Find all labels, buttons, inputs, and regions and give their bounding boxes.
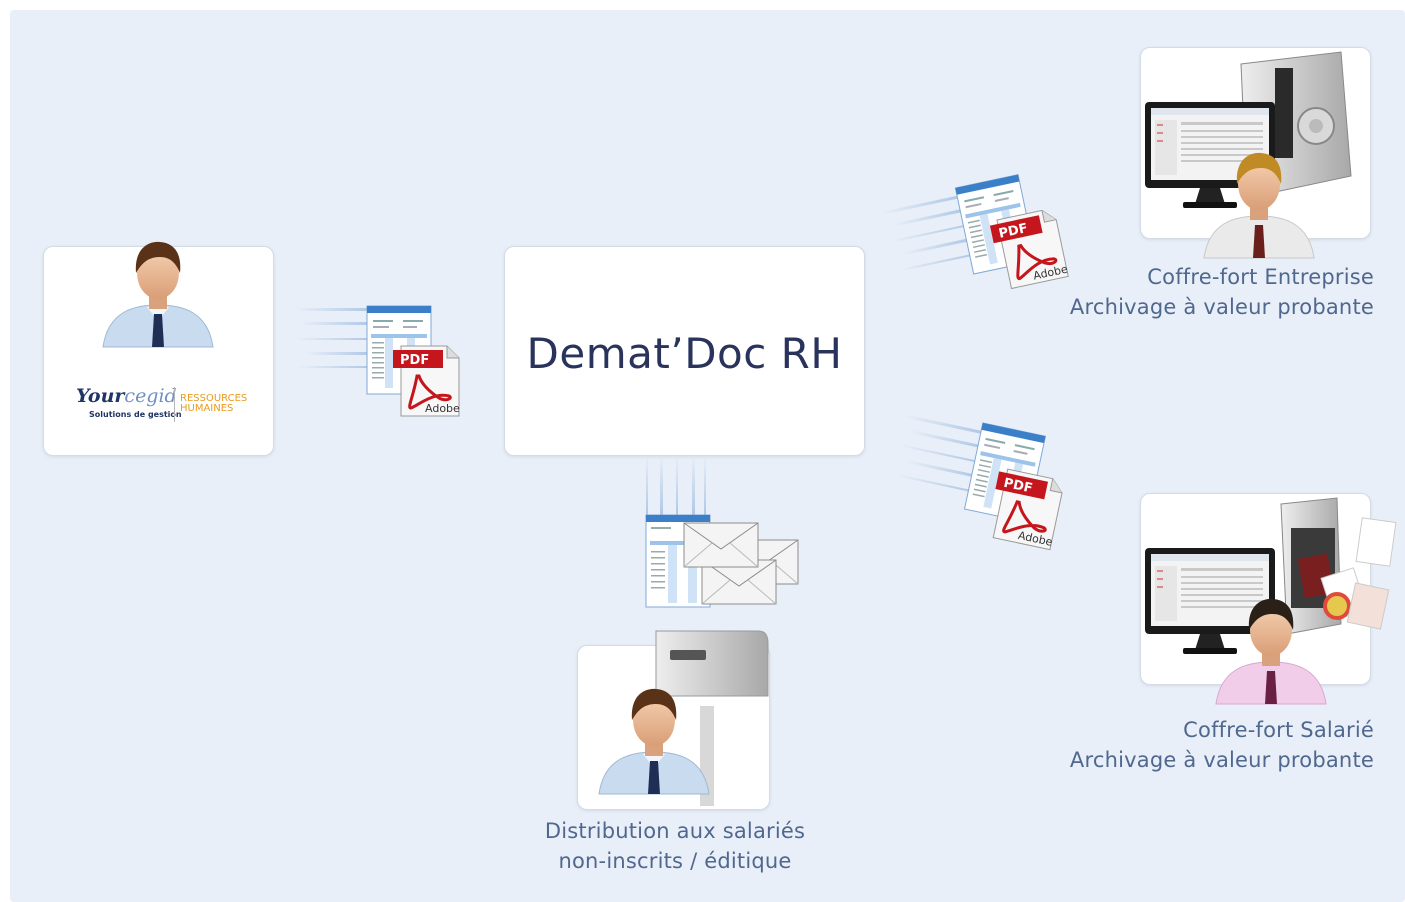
- distribution-card: [577, 630, 770, 810]
- center-title: Demat’Doc RH: [526, 329, 843, 378]
- distribution-label: Distribution aux salariés non-inscrits /…: [544, 819, 806, 873]
- person-icon: [598, 688, 710, 795]
- adobe-label: Adobe: [425, 402, 460, 415]
- documents-icon: [1297, 517, 1397, 630]
- person-icon: [1203, 152, 1315, 259]
- entreprise-label: Coffre-fort Entreprise Archivage à valeu…: [1069, 265, 1374, 319]
- pdf-label: PDF: [1002, 476, 1034, 497]
- yourcegid-logo: Yourcegid Solutions de gestion RESSOURCE…: [76, 385, 266, 435]
- pdf-document-icon: PDF Adobe: [295, 304, 461, 418]
- envelope-icon: [645, 455, 799, 608]
- source-card: Yourcegid Solutions de gestion RESSOURCE…: [43, 241, 274, 456]
- salarie-card: [1140, 493, 1397, 705]
- person-icon: [1215, 598, 1327, 705]
- salarie-label: Coffre-fort Salarié Archivage à valeur p…: [1069, 718, 1374, 772]
- center-box: Demat’Doc RH: [504, 246, 865, 456]
- pdf-document-icon: PDF Adobe: [880, 167, 1070, 298]
- pdf-label: PDF: [997, 221, 1029, 242]
- pdf-label: PDF: [400, 353, 429, 368]
- pdf-document-icon: PDF Adobe: [895, 414, 1075, 552]
- entreprise-card: [1140, 47, 1371, 259]
- diagram-canvas: Yourcegid Solutions de gestion RESSOURCE…: [10, 10, 1405, 902]
